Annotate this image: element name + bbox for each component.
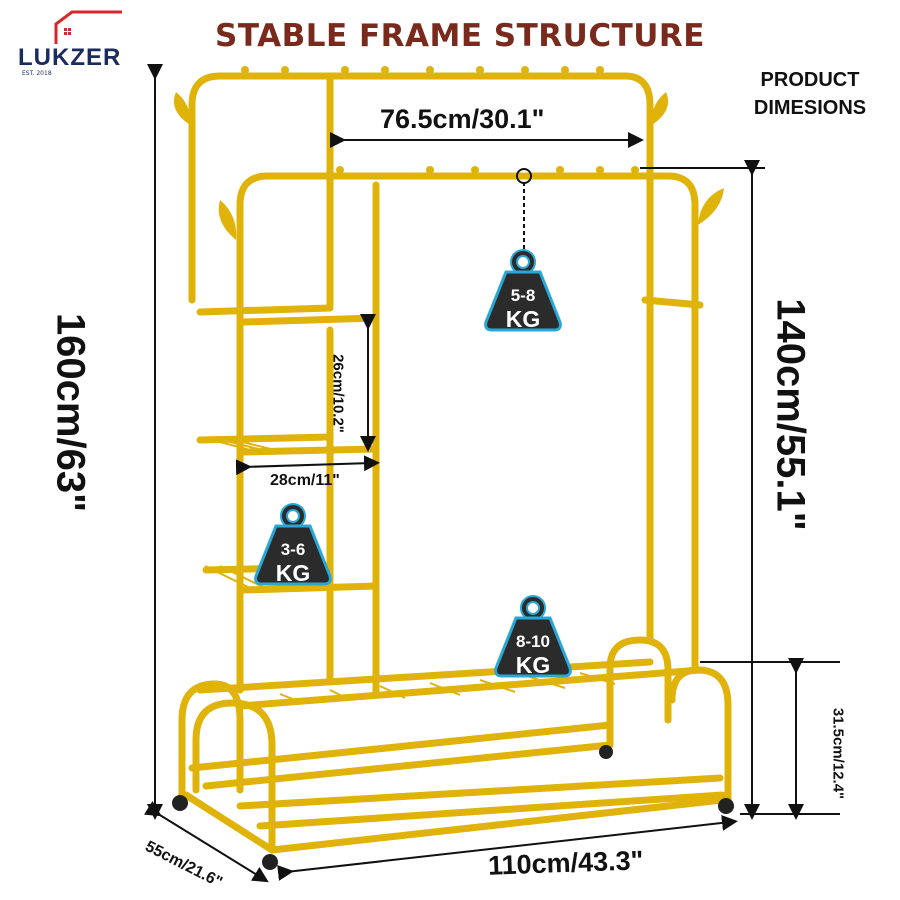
house-roof-icon bbox=[54, 10, 122, 44]
rail-height-label: 140cm/55.1" bbox=[768, 298, 813, 531]
shelf-grids bbox=[204, 437, 616, 703]
shelf-spacing-label: 26cm/10.2" bbox=[329, 354, 347, 433]
dimension-lines bbox=[143, 64, 840, 883]
kettlebell-weight-icon bbox=[254, 503, 332, 586]
product-dimensions-line-2: DIMESIONS bbox=[753, 97, 867, 119]
base-load-range: 8-10 bbox=[515, 632, 551, 651]
shelf-load-unit: KG bbox=[275, 560, 311, 586]
shelf-load-weight: 3-6 KG bbox=[248, 502, 338, 592]
brand-logo: LUKZER EST. 2018 bbox=[18, 10, 138, 80]
kettlebell-weight-icon bbox=[494, 595, 572, 678]
product-dimensions-line-1: PRODUCT bbox=[760, 69, 860, 91]
base-load-weight: 8-10 KG bbox=[488, 594, 578, 684]
rail-load-weight: 5-8 KG bbox=[478, 248, 568, 338]
side-hooks bbox=[173, 92, 724, 240]
rail-load-unit: KG bbox=[505, 306, 541, 332]
caster-wheels bbox=[172, 745, 734, 870]
total-width-label: 110cm/43.3" bbox=[487, 845, 644, 881]
total-height-label: 160cm/63" bbox=[48, 312, 93, 513]
top-width-label: 76.5cm/30.1" bbox=[380, 104, 545, 134]
shelf-width-label: 28cm/11" bbox=[270, 472, 340, 489]
product-dimensions-label: PRODUCT DIMESIONS bbox=[740, 66, 880, 122]
rail-hooks bbox=[241, 66, 639, 174]
kettlebell-weight-icon bbox=[484, 249, 562, 332]
shelf-load-range: 3-6 bbox=[280, 540, 306, 559]
base-height-label: 31.5cm/12.4" bbox=[829, 707, 847, 800]
page-title: STABLE FRAME STRUCTURE bbox=[215, 18, 705, 54]
rail-load-range: 5-8 bbox=[510, 286, 536, 305]
brand-name: LUKZER bbox=[18, 44, 122, 71]
rack-frame bbox=[178, 72, 732, 854]
brand-tagline: EST. 2018 bbox=[22, 70, 52, 77]
base-load-unit: KG bbox=[515, 652, 551, 678]
